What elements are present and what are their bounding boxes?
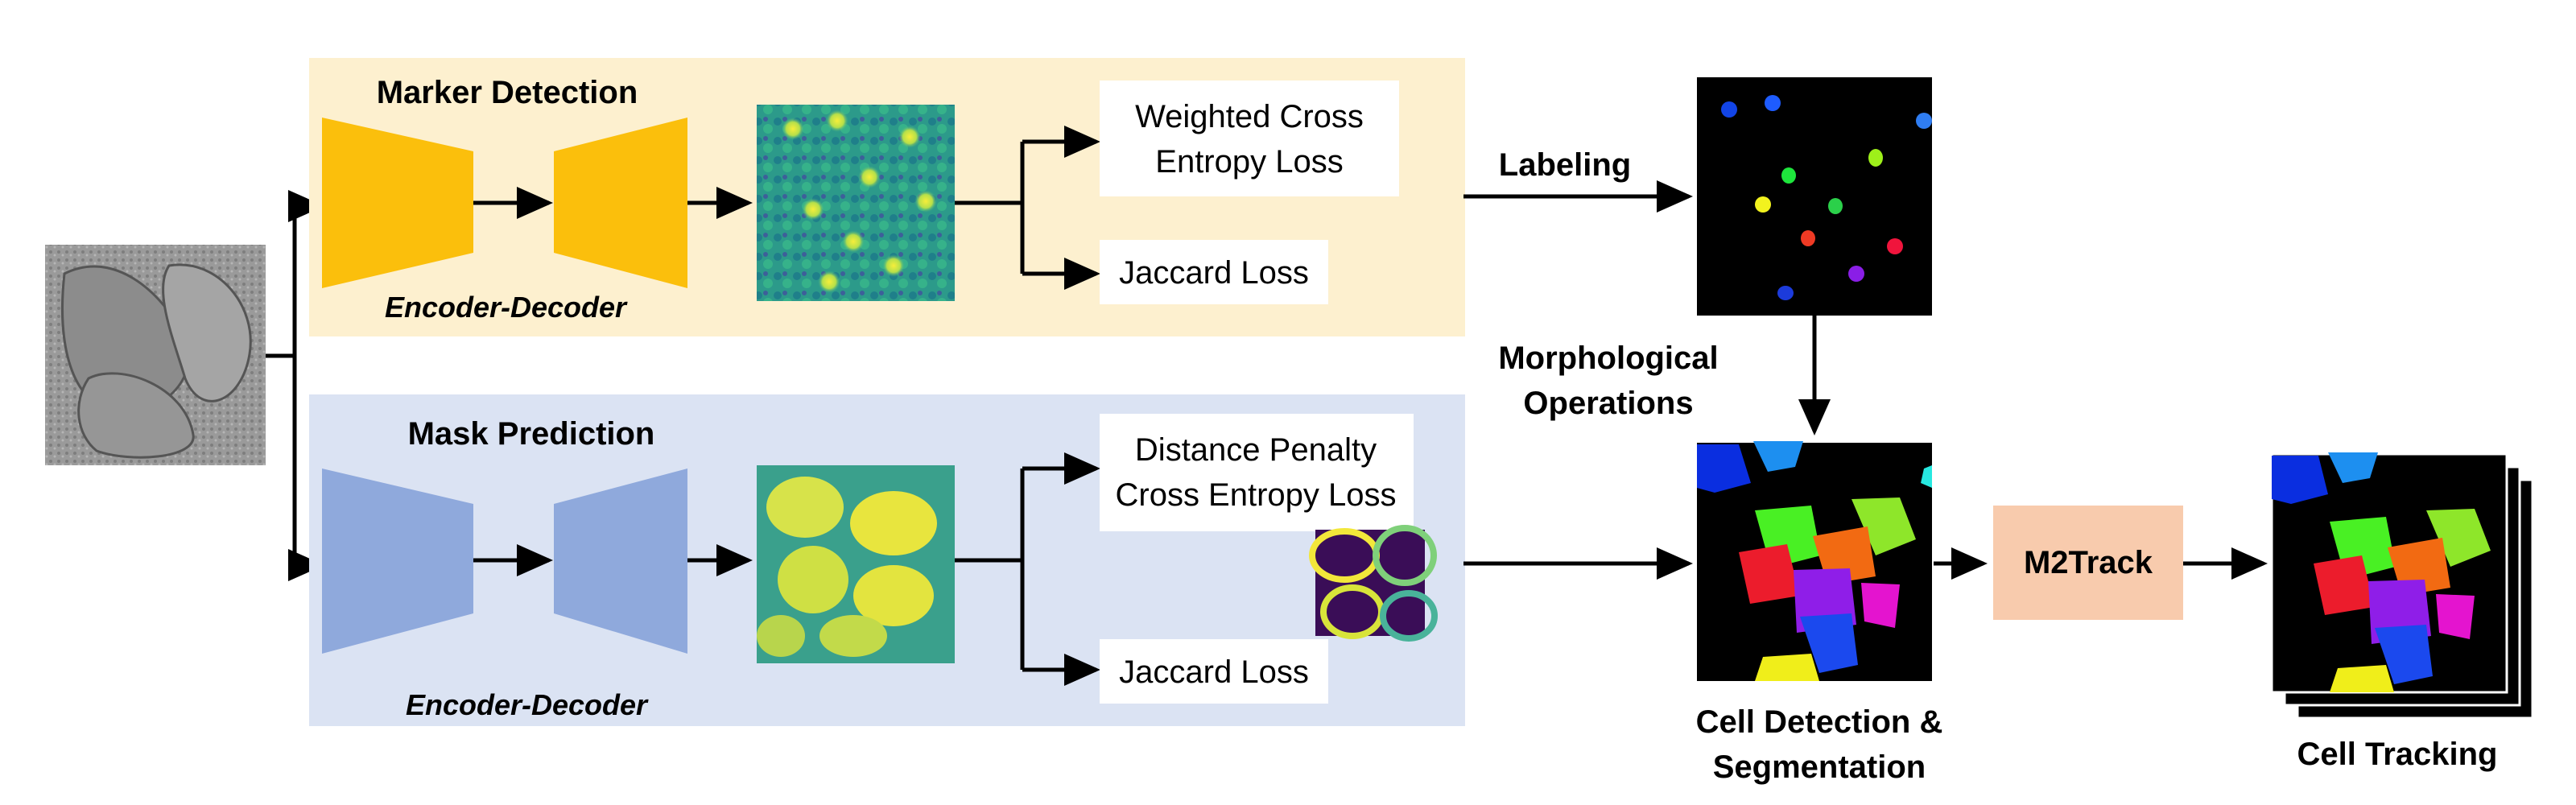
- marker-heatmap: [757, 105, 955, 301]
- marker-detection-title: Marker Detection: [377, 75, 638, 110]
- marker-jaccard-loss-label: Jaccard Loss: [1119, 255, 1309, 291]
- marker-network-label: Encoder-Decoder: [385, 291, 628, 324]
- m2track-label: M2Track: [2024, 545, 2153, 580]
- labeling-label: Labeling: [1499, 147, 1631, 183]
- morphological-line1: Morphological: [1498, 341, 1718, 376]
- mask-decoder: [554, 469, 687, 654]
- mask-jaccard-loss-box: [1100, 639, 1328, 704]
- input-image: [45, 245, 266, 465]
- detection-segmentation-line2: Segmentation: [1713, 749, 1926, 785]
- input-split-connector: [266, 190, 324, 581]
- marker-encoder: [322, 118, 473, 288]
- mask-prediction-title: Mask Prediction: [408, 416, 655, 452]
- mask-network-label: Encoder-Decoder: [406, 688, 649, 721]
- mask-encoder-decoder: [322, 469, 687, 654]
- distance-penalty-loss-line2: Cross Entropy Loss: [1115, 477, 1396, 513]
- marker-jaccard-loss-box: [1100, 240, 1328, 304]
- weighted-ce-loss-line2: Entropy Loss: [1155, 144, 1343, 180]
- distance-penalty-loss-box: [1100, 414, 1414, 531]
- detection-segmentation-line1: Cell Detection &: [1696, 704, 1943, 740]
- cell-tracking-label: Cell Tracking: [2297, 737, 2498, 772]
- mask-encoder: [322, 469, 473, 654]
- segmentation-map: [1697, 441, 1932, 681]
- marker-label-map: [1697, 77, 1932, 316]
- m2track-box: [1993, 506, 2183, 620]
- marker-decoder: [554, 118, 687, 288]
- mask-heatmap: [757, 465, 955, 663]
- weighted-ce-loss-line1: Weighted Cross: [1135, 99, 1364, 134]
- distance-weight-map: [1309, 525, 1438, 642]
- weighted-ce-loss-box: [1100, 80, 1399, 196]
- distance-penalty-loss-line1: Distance Penalty: [1135, 432, 1377, 468]
- mask-jaccard-loss-label: Jaccard Loss: [1119, 654, 1309, 690]
- tracking-frames: [2270, 452, 2534, 720]
- marker-encoder-decoder: [322, 118, 687, 288]
- morphological-line2: Operations: [1523, 386, 1693, 421]
